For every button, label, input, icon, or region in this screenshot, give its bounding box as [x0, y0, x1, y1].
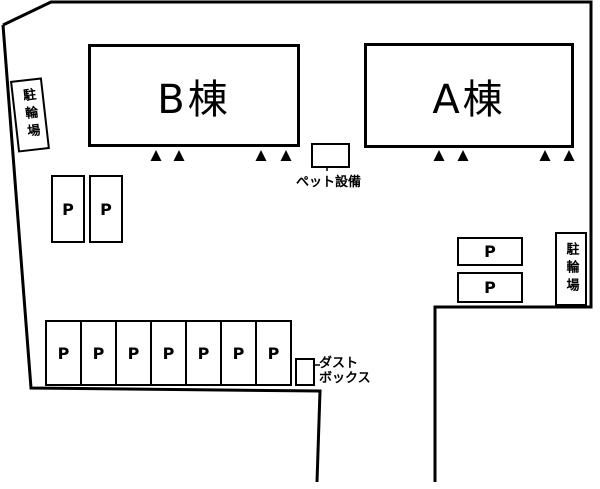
building-a-label: A棟: [432, 76, 506, 123]
dust-box-label-line1: ダスト: [319, 356, 359, 371]
parking-stall: P: [45, 320, 82, 386]
parking-stall: P: [80, 320, 117, 386]
dust-box-label-line2: ボックス: [319, 371, 371, 386]
entrance-marker: [255, 150, 267, 161]
entrance-marker: [173, 150, 185, 161]
parking-stall-label: P: [162, 343, 175, 363]
pet-facility-label: ペット設備: [296, 175, 362, 190]
parking-stall: P: [89, 175, 123, 243]
entrance-marker: [280, 150, 292, 161]
parking-stall-label: P: [57, 343, 70, 363]
parking-stall: P: [457, 272, 523, 303]
parking-stall: P: [51, 175, 85, 243]
bicycle-parking-right-label: 駐輪場: [563, 242, 579, 296]
entrance-marker: [150, 150, 162, 161]
parking-stall: P: [150, 320, 187, 386]
parking-stall-label: P: [197, 343, 210, 363]
entrance-marker: [539, 150, 551, 161]
parking-stall-label: P: [100, 199, 112, 219]
parking-stall: P: [185, 320, 222, 386]
parking-stall-label: P: [267, 343, 280, 363]
parking-stall: P: [115, 320, 152, 386]
parking-stall-label: P: [92, 343, 105, 363]
bicycle-parking-left-label: 駐輪場: [19, 87, 41, 143]
parking-stall-label: P: [127, 343, 140, 363]
site-boundary-left: [1, 24, 322, 483]
dust-box-label: ダスト ボックス: [319, 356, 371, 386]
parking-stall: P: [457, 237, 523, 266]
parking-stall-label: P: [484, 278, 496, 297]
dust-box: [295, 358, 315, 386]
parking-stall: P: [220, 320, 257, 386]
pet-facility-box: [311, 143, 350, 168]
entrance-marker: [433, 150, 445, 161]
entrance-marker: [563, 150, 575, 161]
site-boundary-right: [2, 0, 593, 482]
parking-stall-label: P: [484, 242, 496, 261]
bicycle-parking-right: 駐輪場: [555, 232, 587, 306]
building-b-label: B棟: [157, 76, 231, 123]
parking-stall-label: P: [232, 343, 245, 363]
entrance-marker: [457, 150, 469, 161]
building-a: A棟: [364, 43, 574, 148]
parking-stall-label: P: [62, 199, 74, 219]
building-b: B棟: [88, 44, 300, 147]
parking-stall: P: [255, 320, 292, 386]
parking-row-bottom: P P P P P P P: [45, 320, 292, 386]
